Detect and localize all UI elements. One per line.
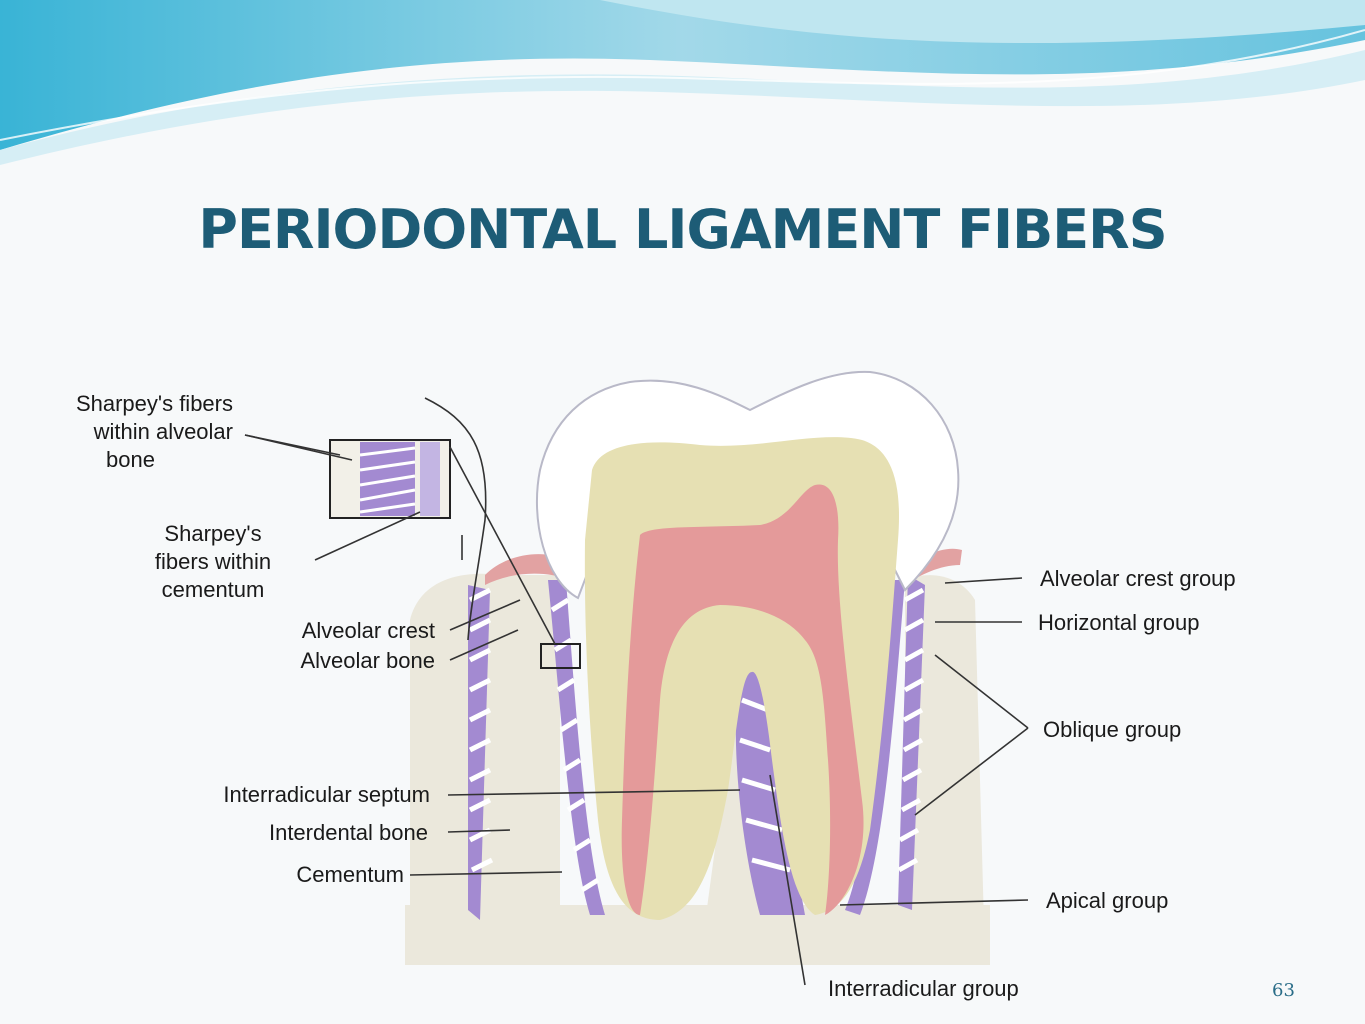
label-alveolar-bone: Alveolar bone: [300, 648, 435, 673]
label-sharpey-cementum: Sharpey's fibers within cementum: [128, 520, 298, 604]
label-sharpey-cementum-line2: fibers within: [154, 549, 272, 574]
bone-base: [405, 905, 990, 965]
label-sharpey-cementum-line3: cementum: [161, 577, 265, 602]
alveolar-bone-left: [410, 573, 560, 960]
label-sharpey-alveolar-line3: bone: [106, 447, 155, 472]
ligament-root-right: [845, 580, 905, 915]
label-sharpey-alveolar-line2: within alveolar: [93, 419, 233, 444]
sharpey-inset-cementum: [420, 442, 440, 516]
wave-band-light: [0, 50, 1365, 165]
page-number: 63: [1272, 980, 1295, 1001]
label-alveolar-crest-group: Alveolar crest group: [1040, 566, 1236, 591]
label-alveolar-crest: Alveolar crest: [301, 618, 435, 643]
wave-line: [0, 29, 1365, 141]
wave-highlight: [600, 0, 1365, 44]
label-interradicular-group: Interradicular group: [828, 976, 1019, 1001]
label-sharpey-alveolar: Sharpey's fibers within alveolar bone: [8, 390, 233, 474]
detail-box: [540, 643, 581, 669]
ligament-root-left: [548, 580, 605, 915]
alveolar-bone-right: [905, 575, 985, 960]
label-sharpey-alveolar-line1: Sharpey's fibers: [75, 391, 233, 416]
slide-title: PERIODONTAL LIGAMENT FIBERS: [198, 198, 1167, 261]
pulp: [621, 484, 864, 915]
label-interradicular-septum: Interradicular septum: [223, 782, 430, 807]
label-apical-group: Apical group: [1046, 888, 1169, 913]
header-wave: [0, 0, 1365, 165]
label-oblique-group: Oblique group: [1043, 717, 1182, 742]
fiber-stripes: [468, 587, 925, 893]
ligament-right: [898, 575, 925, 910]
label-horizontal-group: Horizontal group: [1038, 610, 1200, 635]
label-interdental-bone: Interdental bone: [268, 820, 428, 845]
sharpey-inset-fibers: [359, 446, 416, 514]
label-cementum: Cementum: [296, 862, 404, 887]
label-sharpey-cementum-line1: Sharpey's: [164, 521, 262, 546]
leader-lines: [244, 397, 1029, 986]
